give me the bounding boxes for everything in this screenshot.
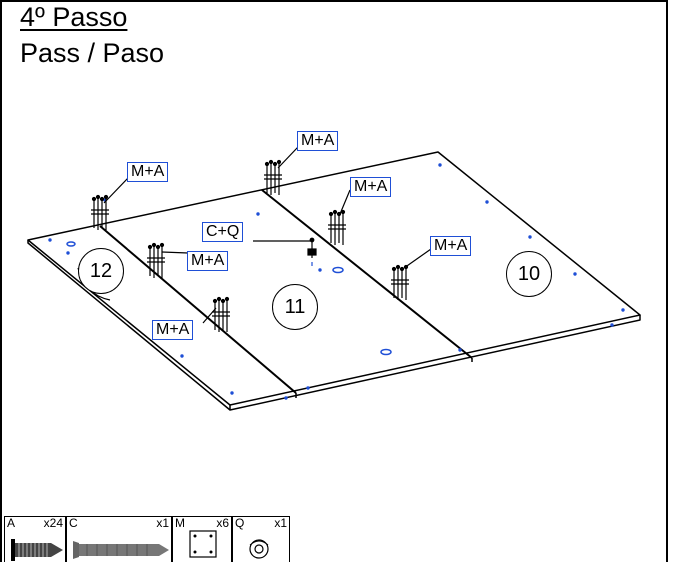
part-letter: A xyxy=(7,516,16,530)
callout-m-a: M+A xyxy=(430,236,472,256)
part-quantity: x1 xyxy=(274,516,287,530)
screw-group-icon xyxy=(264,159,282,195)
callout-m-a: M+A xyxy=(127,162,169,182)
callout-m-a: M+A xyxy=(350,177,392,197)
callout-m-a: M+A xyxy=(187,251,229,271)
part-quantity: x24 xyxy=(43,516,63,530)
part-quantity: x1 xyxy=(156,516,169,530)
panel-number-10: 10 xyxy=(506,251,552,297)
screw-group-icon xyxy=(328,209,346,245)
plate-icon xyxy=(189,530,217,558)
panel-number-11: 11 xyxy=(272,284,318,330)
part-letter: Q xyxy=(235,516,245,530)
screw-group-icon xyxy=(212,296,230,332)
step-subtitle: Pass / Paso xyxy=(20,38,165,68)
part-q-box: Q x1 xyxy=(232,516,290,562)
callout-leaders xyxy=(103,146,432,324)
single-screw-nut-icon xyxy=(307,237,317,266)
long-screw-icon xyxy=(73,541,169,559)
part-a-box: A x24 xyxy=(4,516,66,562)
callout-c-q: C+Q xyxy=(202,222,244,242)
panel-divider-2 xyxy=(261,189,473,359)
part-quantity: x6 xyxy=(216,516,229,530)
panel-number-12: 12 xyxy=(78,248,124,294)
screw-group-icon xyxy=(147,242,165,278)
part-m-box: M x6 xyxy=(172,516,232,562)
callout-m-a: M+A xyxy=(152,320,194,340)
screw-icon xyxy=(11,539,63,561)
back-panel xyxy=(27,151,641,411)
assembly-drawing xyxy=(27,146,641,411)
part-letter: M xyxy=(175,516,185,530)
panel-divider-1 xyxy=(99,225,297,394)
screw-group-icon xyxy=(391,264,409,300)
screw-group-icon xyxy=(91,194,109,230)
step-title: 4º Passo xyxy=(20,2,128,32)
callout-m-a: M+A xyxy=(297,131,339,151)
part-c-box: C x1 xyxy=(66,516,172,562)
part-letter: C xyxy=(69,516,78,530)
hole-marks xyxy=(48,163,625,400)
screw-groups xyxy=(91,159,409,332)
nut-icon xyxy=(249,539,269,559)
